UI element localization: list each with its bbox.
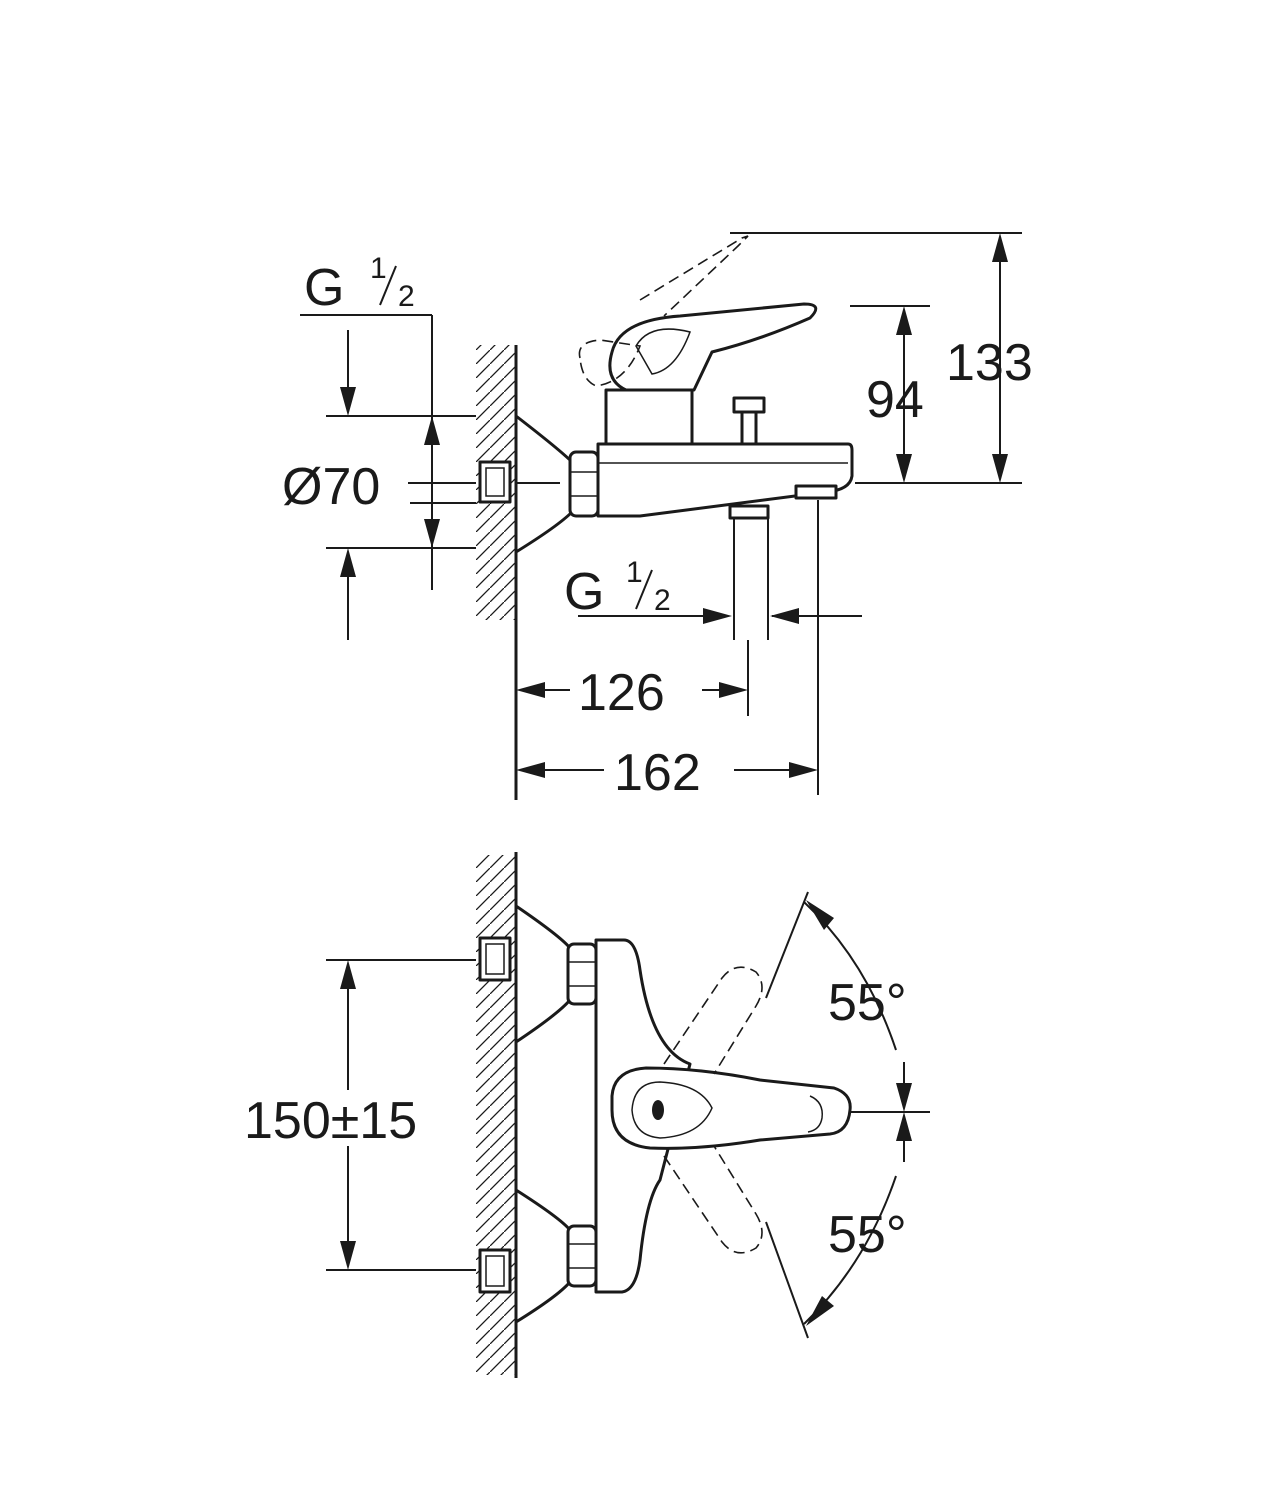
- thread-label-bottom-denominator: 2: [654, 584, 671, 617]
- thread-label-top-numerator: 1: [370, 252, 387, 285]
- height-total-label: 133: [946, 334, 1033, 392]
- eccentric-nut-side: [568, 450, 600, 518]
- diameter-label: Ø70: [282, 458, 380, 516]
- escutcheon-upper: [514, 904, 572, 1044]
- angle-lower-label: 55°: [828, 1206, 907, 1264]
- wall-hatching-top: [476, 855, 516, 1375]
- lever-rotated-down-dashed: [663, 1145, 763, 1254]
- side-view: G 1 2 Ø70 133 94 G 1 2 126 162: [282, 232, 1033, 802]
- lever-raised-dashed: [639, 235, 749, 317]
- height-lever-label: 94: [866, 371, 924, 429]
- centers-label: 150±15: [244, 1092, 417, 1150]
- lever-top: [610, 1066, 852, 1150]
- wall-connector-upper: [478, 936, 512, 982]
- depth-total-label: 162: [614, 744, 701, 802]
- angle-upper-label: 55°: [828, 974, 907, 1032]
- eccentric-nut-lower: [566, 1224, 598, 1288]
- depth-spout-label: 126: [578, 664, 665, 722]
- eccentric-nut-upper: [566, 942, 598, 1006]
- spout-outlet-side: [794, 484, 838, 500]
- lever-indicator: [652, 1100, 664, 1120]
- shower-connector-side: [728, 504, 770, 520]
- wall-connector-lower: [478, 1248, 512, 1294]
- cartridge-housing-side: [604, 388, 694, 446]
- thread-label-bottom-numerator: 1: [626, 556, 643, 589]
- diverter-knob-side: [732, 396, 766, 414]
- lever-rotated-up-dashed: [663, 966, 763, 1075]
- thread-label-top-denominator: 2: [398, 280, 415, 313]
- thread-label-top: G: [304, 259, 344, 317]
- lever-side: [608, 302, 818, 392]
- thread-label-bottom: G: [564, 563, 604, 621]
- escutcheon-lower: [514, 1188, 572, 1324]
- mixer-body-side: [596, 442, 854, 518]
- top-view: 150±15 55° 55°: [244, 852, 930, 1378]
